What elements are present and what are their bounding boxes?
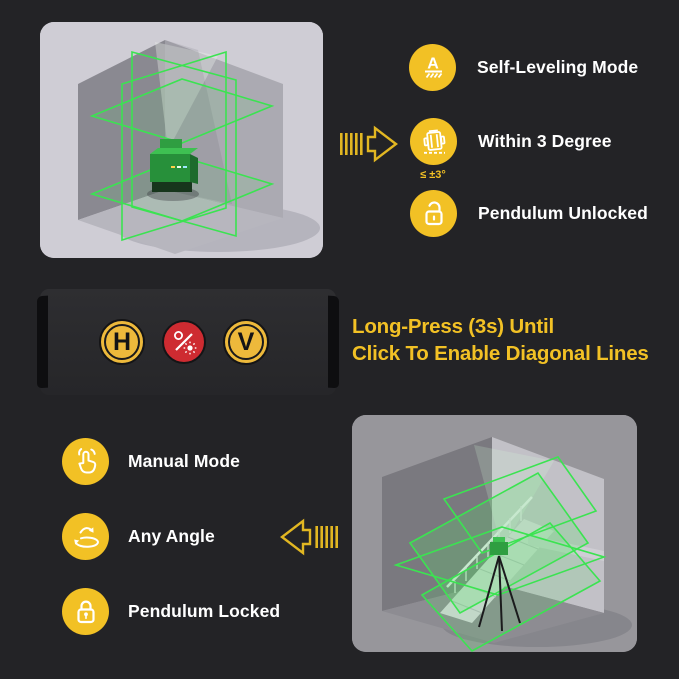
any-angle-icon (62, 513, 109, 560)
feature-label: Pendulum Locked (128, 601, 281, 621)
staircase (440, 496, 604, 623)
feature-label: Self-Leveling Mode (477, 57, 639, 77)
arrow-right-icon (340, 125, 398, 163)
feature-any-angle: Any Angle (62, 513, 215, 560)
panel-right-bumper (328, 295, 339, 389)
floor (382, 583, 604, 643)
tilt-range-icon (410, 118, 457, 165)
tripod-laser-device (478, 537, 521, 632)
staircase-laser-image (352, 415, 637, 652)
laser-glyph (174, 331, 197, 355)
feature-self-leveling: A Self-Leveling Mode (409, 44, 638, 91)
panel-left-bumper (37, 295, 48, 389)
feature-label: Manual Mode (128, 451, 240, 471)
feature-label: Pendulum Unlocked (478, 203, 648, 223)
laser-power-button (162, 320, 206, 364)
room-corner-laser-image (40, 22, 323, 258)
control-panel-image: H V (37, 289, 339, 395)
instruction-line2: Click To Enable Diagonal Lines (352, 342, 649, 366)
v-button: V (223, 319, 269, 365)
instruction-line1: Long-Press (3s) Until (352, 315, 554, 338)
feature-pendulum-locked: Pendulum Locked (62, 588, 280, 635)
pendulum-unlocked-icon (410, 190, 457, 237)
instruction-heading: Long-Press (3s) Until Click To Enable Di… (352, 313, 674, 368)
feature-pendulum-unlocked: Pendulum Unlocked (410, 190, 648, 237)
svg-text:A: A (427, 55, 439, 72)
manual-mode-icon (62, 438, 109, 485)
staircase-scene (352, 415, 637, 652)
tilt-range-note: ≤ ±3° (420, 169, 446, 181)
laser-device (147, 139, 199, 201)
feature-label: Within 3 Degree (478, 131, 612, 151)
h-button: H (99, 319, 145, 365)
feature-within-3-degree: Within 3 Degree (410, 118, 612, 165)
light-fan (474, 445, 554, 549)
arrow-left-icon (280, 518, 338, 556)
feature-manual-mode: Manual Mode (62, 438, 240, 485)
pendulum-locked-icon (62, 588, 109, 635)
feature-label: Any Angle (128, 526, 215, 546)
self-leveling-icon: A (409, 44, 456, 91)
room-corner-scene (40, 22, 323, 258)
